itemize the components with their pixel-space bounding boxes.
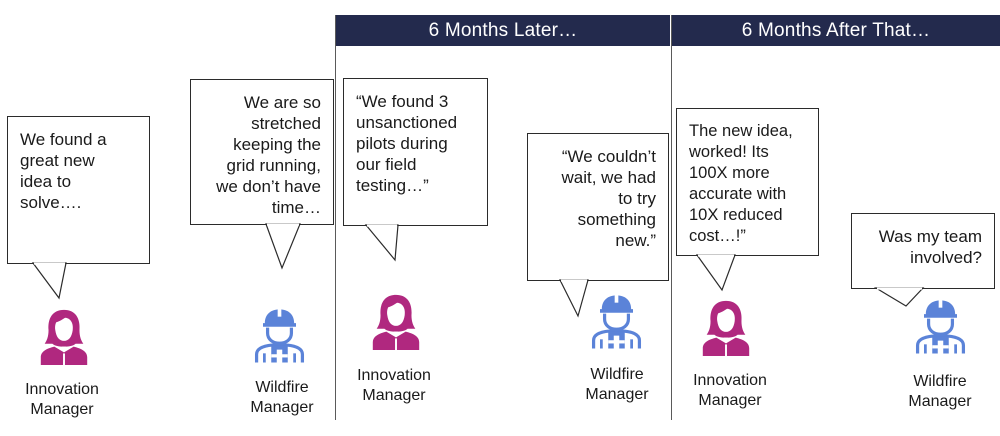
innovation-manager-label: Innovation Manager [693, 372, 767, 409]
speech-bubble-wildfire-1: We are so stretched keeping the grid run… [190, 79, 334, 225]
innovation-manager-label: Innovation Manager [25, 381, 99, 418]
divider-line-2 [671, 15, 672, 420]
divider-line-1 [335, 15, 336, 420]
hard-hat-worker-icon [252, 303, 307, 367]
wildfire-manager-label: Wildfire Manager [585, 366, 649, 403]
female-person-icon [367, 290, 425, 352]
header-6-months-later: 6 Months Later… [336, 15, 670, 46]
speech-bubble-wildfire-3: Was my team involved? [851, 213, 995, 289]
speech-bubble-innovation-2: “We found 3 unsanctioned pilots during o… [343, 78, 488, 226]
header-6-months-after-that: 6 Months After That… [672, 15, 1000, 46]
female-person-icon [697, 296, 755, 358]
wildfire-manager-label: Wildfire Manager [250, 379, 314, 416]
hard-hat-worker-icon [589, 289, 644, 353]
female-person-icon [35, 305, 93, 367]
speech-bubble-innovation-1: We found a great new idea to solve…. [7, 116, 150, 264]
speech-bubble-wildfire-2: “We couldn’t wait, we had to try somethi… [527, 133, 669, 281]
hard-hat-worker-icon [913, 294, 968, 358]
speech-bubble-innovation-3: The new idea, worked! Its 100X more accu… [676, 108, 819, 256]
innovation-manager-label: Innovation Manager [357, 367, 431, 404]
wildfire-manager-label: Wildfire Manager [908, 373, 972, 410]
